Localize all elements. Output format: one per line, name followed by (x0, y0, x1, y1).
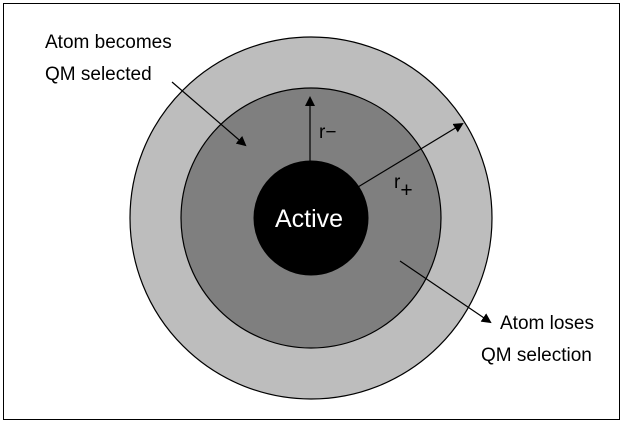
annotation-bottom-line2: QM selection (481, 345, 592, 366)
outer-radius-arrow (357, 122, 464, 188)
annotation-top-line1: Atom becomes (45, 32, 172, 53)
active-label: Active (275, 205, 343, 233)
active-core (253, 160, 369, 276)
annotation-top-line2: QM selected (45, 64, 152, 85)
annotation-top-arrow (171, 81, 247, 147)
outer-radius-label: r+ (394, 172, 413, 202)
annotation-bottom-line1: Atom loses (500, 313, 594, 334)
inner-radius-label: r− (319, 122, 336, 143)
annotation-bottom-arrow (399, 260, 492, 324)
